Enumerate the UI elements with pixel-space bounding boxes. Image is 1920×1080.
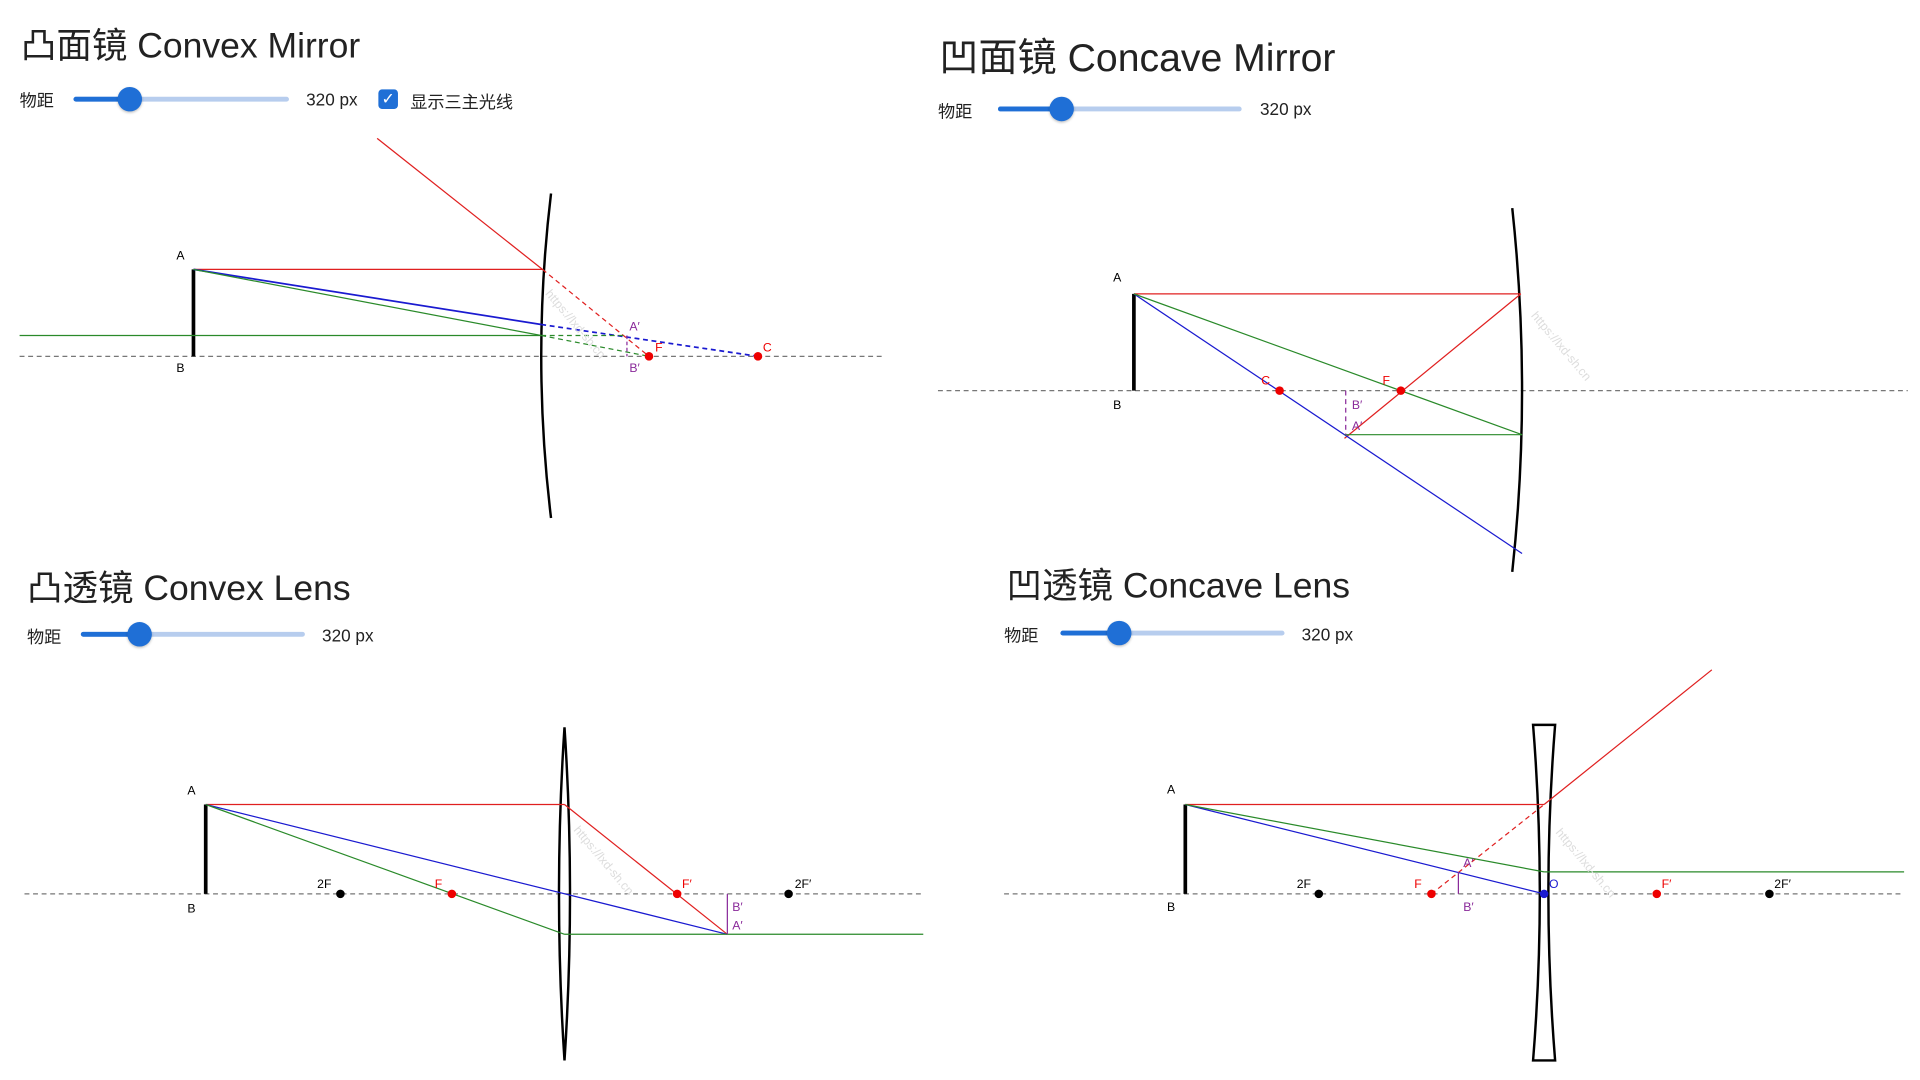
ray-center-extension [541, 323, 759, 358]
label-b-image: B′ [1463, 900, 1474, 914]
concave-mirror-surface [1511, 208, 1524, 572]
show-rays-label[interactable]: 显示三主光线 [410, 91, 514, 112]
slider-fill [73, 96, 130, 102]
ray-parallel-extension [542, 268, 650, 357]
point-2f [336, 889, 345, 899]
ray-focal [205, 803, 565, 935]
label-f: F [1382, 373, 1389, 387]
label-b-image: B′ [1352, 398, 1363, 412]
concave-lens-distance-slider[interactable] [1060, 620, 1285, 646]
ray-focal [193, 268, 542, 337]
point-2f-prime [784, 889, 793, 899]
concave-mirror-diagram: A B C F B′ A′ https://lxd-sh.cn [937, 208, 1908, 572]
show-rays-checkbox[interactable]: ✓ [378, 89, 398, 109]
distance-value: 320 px [306, 89, 358, 109]
point-2f-prime [1765, 889, 1774, 899]
convex-mirror-title: 凸面镜 Convex Mirror [20, 26, 361, 67]
label-a: A [1167, 782, 1176, 796]
slider-fill [80, 631, 140, 637]
optical-center [1539, 889, 1549, 899]
label-b-image: B′ [732, 900, 743, 914]
focus-point [1427, 889, 1436, 899]
slider-thumb[interactable] [127, 622, 152, 647]
ray-center [205, 803, 728, 935]
label-b: B [1113, 398, 1121, 412]
distance-label: 物距 [1004, 625, 1039, 646]
label-2f: 2F [1297, 877, 1311, 891]
label-o: O [1549, 877, 1559, 891]
label-f-prime: F′ [682, 877, 692, 891]
focus-point-prime [1652, 889, 1662, 899]
ray-parallel-refracted [1543, 669, 1713, 805]
label-2f-prime: 2F′ [795, 877, 812, 891]
distance-value: 320 px [1301, 624, 1354, 645]
distance-label: 物距 [937, 101, 973, 122]
focus-point [447, 889, 457, 899]
ray-center [1185, 803, 1545, 895]
label-c: C [1261, 373, 1270, 387]
slider-thumb[interactable] [117, 86, 143, 112]
label-a-image: A′ [1352, 419, 1363, 433]
convex-lens-title: 凸透镜 Convex Lens [26, 569, 351, 609]
ray-focal-extension-2 [541, 334, 650, 357]
label-b-image: B′ [629, 361, 640, 375]
ray-parallel-extension [1431, 804, 1545, 895]
slider-thumb[interactable] [1049, 96, 1074, 122]
ray-center [193, 268, 542, 326]
convex-mirror-surface [540, 193, 553, 519]
label-2f: 2F [317, 877, 331, 891]
point-2f [1314, 889, 1324, 899]
label-f: F [435, 877, 442, 891]
convex-mirror-diagram: A B A′ B′ F C https://lxd-sh.cn [19, 137, 885, 519]
ray-focal [1185, 803, 1545, 873]
convex-mirror-distance-slider[interactable] [73, 86, 289, 112]
convex-lens-shape [557, 727, 572, 1061]
concave-mirror-title: 凹面镜 Concave Mirror [939, 35, 1336, 80]
label-a-image: A′ [629, 320, 640, 334]
watermark: https://lxd-sh.cn [543, 287, 609, 362]
concave-lens-shape [1531, 723, 1557, 1062]
convex-lens-distance-slider[interactable] [80, 622, 305, 647]
center-point [753, 352, 763, 361]
ray-parallel-refracted [564, 804, 728, 935]
ray-parallel-reflected [1344, 293, 1522, 439]
label-b: B [187, 901, 195, 915]
checkmark-icon: ✓ [381, 89, 395, 108]
label-a-image: A′ [732, 918, 743, 932]
label-a: A [1113, 271, 1122, 285]
focus-point [644, 352, 654, 361]
ray-focal [1133, 293, 1523, 436]
distance-label: 物距 [26, 626, 62, 647]
convex-lens-diagram: A B 2F F F′ 2F′ B′ A′ https://lxd-sh.cn [24, 727, 924, 1061]
label-f: F [1414, 877, 1421, 891]
slider-thumb[interactable] [1106, 620, 1132, 646]
watermark: https://lxd-sh.cn [1528, 309, 1594, 384]
ray-parallel-reflected [376, 137, 543, 270]
focus-point [1396, 386, 1406, 395]
slider-fill [1060, 630, 1120, 636]
label-c: C [763, 340, 772, 354]
concave-mirror-distance-slider[interactable] [997, 96, 1242, 122]
label-a: A [176, 249, 185, 263]
ray-center [1133, 293, 1523, 554]
focus-point-prime [672, 889, 682, 899]
label-f: F [655, 340, 662, 354]
concave-lens-title: 凹透镜 Concave Lens [1006, 566, 1350, 607]
label-b: B [176, 361, 184, 375]
watermark: https://lxd-sh.cn [571, 823, 637, 898]
concave-lens-diagram: A B 2F F O F′ 2F′ A′ B′ https://lxd-sh.c… [1004, 669, 1905, 1062]
label-a-image: A′ [1463, 856, 1474, 870]
watermark: https://lxd-sh.cn [1553, 826, 1619, 901]
label-2f-prime: 2F′ [1774, 877, 1791, 891]
distance-value: 320 px [322, 625, 374, 646]
label-b: B [1167, 900, 1175, 914]
slider-fill [997, 106, 1062, 112]
center-point [1275, 386, 1284, 395]
distance-value: 320 px [1260, 99, 1312, 119]
label-a: A [187, 784, 196, 798]
distance-label: 物距 [19, 90, 54, 111]
label-f-prime: F′ [1662, 877, 1672, 891]
